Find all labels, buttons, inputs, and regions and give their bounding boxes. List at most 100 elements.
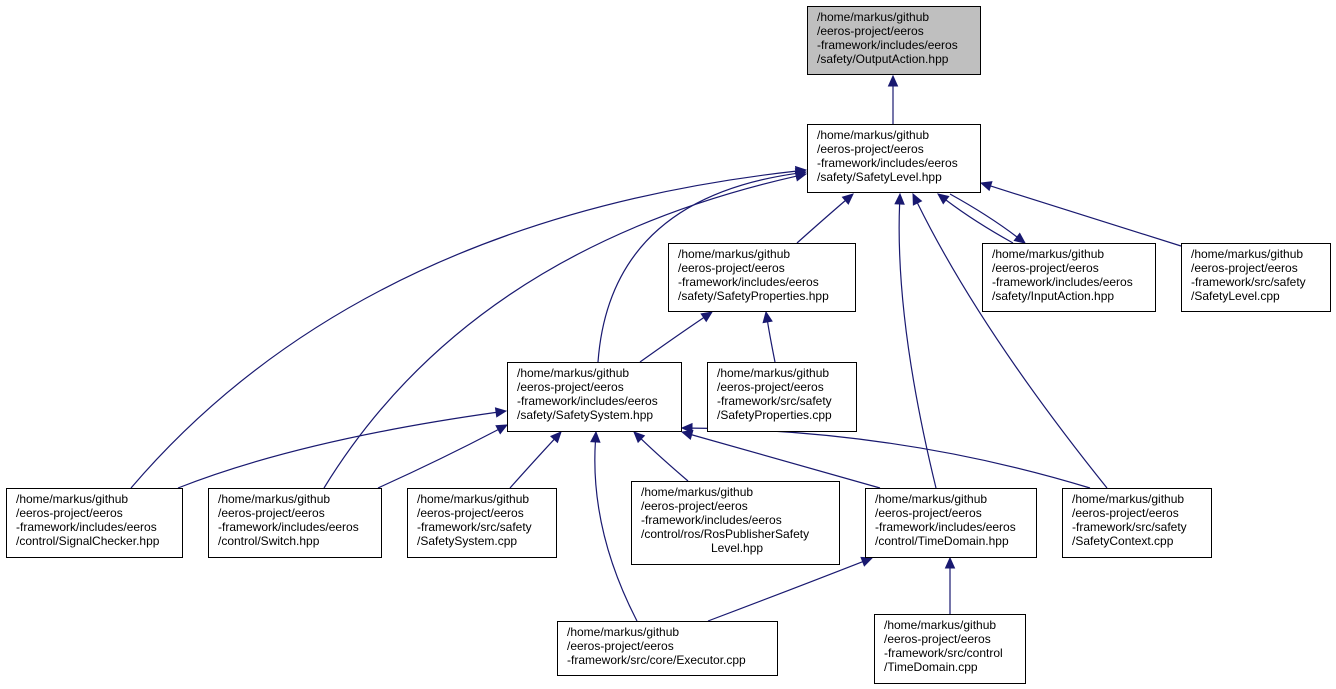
node-line: /control/SignalChecker.hpp [16,534,160,548]
node-line: /eeros-project/eeros [517,380,624,394]
node-line: /control/Switch.hpp [218,534,320,548]
node-line: /eeros-project/eeros [567,639,674,653]
node-line: /eeros-project/eeros [875,506,982,520]
node-safety-properties-cpp[interactable]: /home/markus/github /eeros-project/eeros… [707,362,857,432]
node-line: /home/markus/github [417,492,530,506]
arrowhead-icon [495,424,509,435]
edge-n_safety_properties_cpp-to-n_safety_properties_hpp [766,321,776,363]
edge-n_safety_system_cpp-to-n_safety_system_hpp [509,438,555,489]
node-output-action-hpp: /home/markus/github /eeros-project/eeros… [807,6,981,75]
node-line: /control/TimeDomain.hpp [875,534,1009,548]
node-line: /eeros-project/eeros [1072,506,1179,520]
arrowhead-icon [944,556,956,569]
node-line: /eeros-project/eeros [992,261,1099,275]
node-line: /SafetyContext.cpp [1072,534,1174,548]
node-line: -framework/includes/eeros [16,520,157,534]
edge-n_safety_system_hpp-to-n_safety_properties_hpp [639,317,705,363]
node-line: /eeros-project/eeros [678,261,785,275]
arrowhead-icon [887,74,899,87]
node-signal-checker-hpp[interactable]: /home/markus/github /eeros-project/eeros… [6,488,183,558]
node-line: /safety/InputAction.hpp [992,289,1115,303]
arrowhead-icon [680,422,693,434]
node-line: /control/ros/RosPublisherSafety [641,527,810,541]
node-time-domain-cpp[interactable]: /home/markus/github /eeros-project/eeros… [874,614,1026,684]
arrowhead-icon [937,193,950,205]
node-line: -framework/src/safety [1191,275,1306,289]
edge-n_switch_hpp-to-n_safety_level_hpp [323,175,797,489]
node-switch-hpp[interactable]: /home/markus/github /eeros-project/eeros… [208,488,382,558]
node-line: /SafetySystem.cpp [417,534,518,548]
edge-n_input_action_hpp-to-n_safety_level_hpp [945,199,1014,244]
node-line: /home/markus/github [567,625,680,639]
edge-n_executor_cpp-to-n_time_domain_hpp [707,561,863,622]
node-time-domain-hpp[interactable]: /home/markus/github /eeros-project/eeros… [865,488,1037,558]
edge-n_executor_cpp-to-n_safety_system_hpp [594,441,638,622]
node-ros-publisher-safety-level-hpp[interactable]: /home/markus/github /eeros-project/eeros… [631,481,840,565]
node-line: /eeros-project/eeros [717,380,824,394]
node-line: /home/markus/github [1072,492,1185,506]
node-executor-cpp[interactable]: /home/markus/github /eeros-project/eeros… [557,621,778,676]
node-safety-context-cpp[interactable]: /home/markus/github /eeros-project/eeros… [1062,488,1212,558]
arrowhead-icon [549,431,562,444]
edge-n_safety_context_cpp-to-n_safety_level_hpp [916,202,1108,489]
node-line: /home/markus/github [817,10,930,24]
node-line: /safety/SafetyLevel.hpp [817,170,942,184]
arrowhead-icon [700,311,714,323]
node-line: -framework/src/control [884,646,1003,660]
edge-n_signal_checker_hpp-to-n_safety_level_hpp [130,170,797,489]
node-line: /home/markus/github [517,366,630,380]
edge-n_safety_context_cpp-to-n_safety_system_hpp [691,427,1091,489]
node-line: /home/markus/github [1191,247,1304,261]
node-line: -framework/includes/eeros [678,275,819,289]
edge-n_safety_level_hpp-to-n_input_action_hpp [949,193,1018,238]
node-safety-level-hpp[interactable]: /home/markus/github /eeros-project/eeros… [807,124,981,193]
arrowhead-icon [841,193,854,205]
node-line: -framework/includes/eeros [517,394,658,408]
node-safety-system-cpp[interactable]: /home/markus/github /eeros-project/eeros… [407,488,557,558]
node-line: /eeros-project/eeros [16,506,123,520]
node-line: /home/markus/github [16,492,129,506]
edge-n_safety_properties_hpp-to-n_safety_level_hpp [796,200,846,244]
edge-n_ros_publisher_hpp-to-n_safety_system_hpp [640,438,689,482]
node-input-action-hpp[interactable]: /home/markus/github /eeros-project/eeros… [982,243,1156,312]
node-line: -framework/src/safety [717,394,832,408]
node-safety-level-cpp[interactable]: /home/markus/github /eeros-project/eeros… [1181,243,1331,312]
node-line: /home/markus/github [641,485,754,499]
node-line: -framework/includes/eeros [992,275,1133,289]
node-line: -framework/src/core/Executor.cpp [567,653,746,667]
node-line: /eeros-project/eeros [417,506,524,520]
node-line: -framework/includes/eeros [218,520,359,534]
node-line: /eeros-project/eeros [1191,261,1298,275]
node-line: -framework/src/safety [1072,520,1187,534]
node-line: /SafetyProperties.cpp [717,408,832,422]
arrowhead-icon [979,181,993,192]
node-line: /home/markus/github [218,492,331,506]
arrowhead-icon [494,407,508,418]
arrowhead-icon [794,171,808,182]
arrowhead-icon [633,431,646,444]
node-line: /TimeDomain.cpp [884,660,978,674]
arrowhead-icon [860,556,874,567]
edge-n_safety_level_cpp-to-n_safety_level_hpp [990,185,1182,247]
node-line: /home/markus/github [992,247,1105,261]
node-line: /safety/SafetyProperties.hpp [678,289,829,303]
node-safety-system-hpp[interactable]: /home/markus/github /eeros-project/eeros… [507,362,682,432]
node-line: /home/markus/github [717,366,830,380]
node-line: -framework/includes/eeros [641,513,782,527]
node-line: /home/markus/github [817,128,930,142]
node-line: /home/markus/github [678,247,791,261]
node-line: /eeros-project/eeros [884,632,991,646]
node-line: /SafetyLevel.cpp [1191,289,1280,303]
node-line: -framework/includes/eeros [817,156,958,170]
edge-n_switch_hpp-to-n_safety_system_hpp [377,429,499,489]
node-line: /eeros-project/eeros [817,142,924,156]
node-line: /safety/SafetySystem.hpp [517,408,654,422]
edge-n_signal_checker_hpp-to-n_safety_system_hpp [177,411,497,489]
node-line: /eeros-project/eeros [218,506,325,520]
edge-n_time_domain_hpp-to-n_safety_level_hpp [898,203,937,489]
node-line: /eeros-project/eeros [817,24,924,38]
node-line: -framework/src/safety [417,520,532,534]
node-line: /safety/OutputAction.hpp [817,52,949,66]
node-safety-properties-hpp[interactable]: /home/markus/github /eeros-project/eeros… [668,243,856,312]
